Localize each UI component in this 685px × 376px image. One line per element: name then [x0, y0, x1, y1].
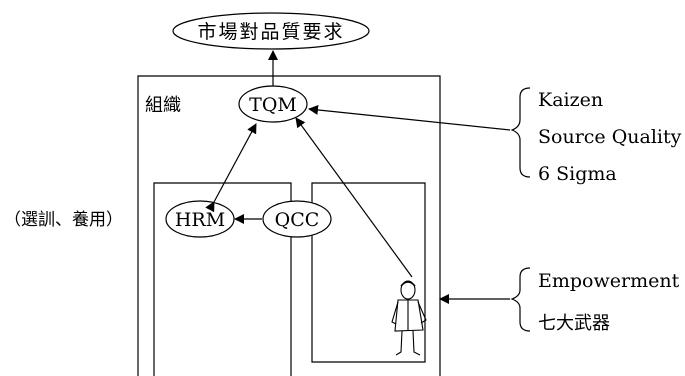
- top-node-label: 市場對品質要求: [197, 21, 344, 43]
- qcc-node-label: QCC: [275, 209, 320, 231]
- org-label: 組織: [145, 95, 181, 116]
- kaizen-label: Kaizen: [538, 89, 603, 111]
- six-sigma-label: 6 Sigma: [538, 163, 617, 185]
- hrm-node-label: HRM: [175, 209, 225, 231]
- source-quality-label: Source Quality: [538, 126, 682, 148]
- top-node-ellipse: [172, 12, 370, 50]
- arrow-hrm-tqm: [205, 123, 257, 213]
- empowerment-label: Empowerment: [538, 270, 680, 292]
- brace-right-group-2: [510, 267, 531, 332]
- arrow-group1-to-tqm: [308, 104, 511, 131]
- seven-tools-label: 七大武器: [538, 313, 610, 334]
- tqm-node-label: TQM: [249, 94, 297, 116]
- hrm-note-label: （選訓、養用）: [4, 210, 123, 230]
- organization-box: [137, 75, 441, 376]
- qcc-node-ellipse: [262, 200, 332, 238]
- arrow-person-to-tqm: [295, 117, 413, 278]
- brace-right-group-1: [510, 87, 531, 178]
- person-figure-icon: [391, 280, 427, 356]
- inner-box-right: [311, 182, 426, 363]
- tqm-node-ellipse: [238, 85, 308, 123]
